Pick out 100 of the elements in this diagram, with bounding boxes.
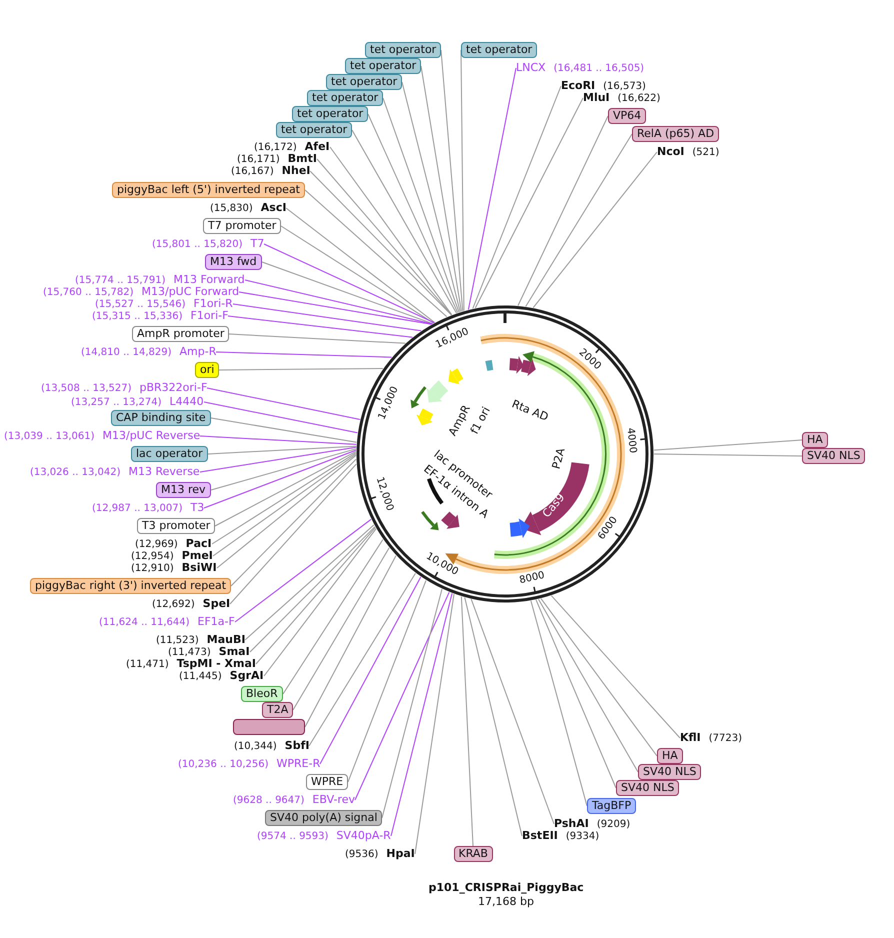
primer-name: SV40pA-R xyxy=(336,828,391,842)
leader-line xyxy=(472,86,562,309)
tick-label: 12,000 xyxy=(374,476,396,512)
leader-line xyxy=(238,292,432,325)
leader-line xyxy=(230,464,357,604)
leader-line xyxy=(228,316,413,338)
position-label: (9628 .. 9647) xyxy=(233,794,304,806)
feature-label: tet operator xyxy=(365,42,442,58)
enzyme-name: TspMI - XmaI xyxy=(176,656,256,670)
position-label: (12,969) xyxy=(135,538,178,550)
leader-line xyxy=(304,190,448,318)
feature-label: T2A xyxy=(262,702,294,718)
feature-label: BleoR xyxy=(241,686,283,702)
feature-label: tet operator xyxy=(276,122,352,138)
leader-line xyxy=(348,580,426,782)
leader-line xyxy=(354,592,450,800)
feature-label: WPRE xyxy=(306,774,348,790)
primer-name: Amp-R xyxy=(180,344,216,358)
enzyme-name: SgrAI xyxy=(230,668,264,682)
primer-name: M13 Reverse xyxy=(128,464,200,478)
feature-label: M13 fwd xyxy=(205,254,262,270)
leader-line xyxy=(228,334,406,344)
leader-line xyxy=(536,599,616,788)
position-label: (12,954) xyxy=(131,550,174,562)
plasmid-map-drawing xyxy=(356,306,654,602)
enzyme-name: KflI xyxy=(680,730,701,744)
feature-label: CAP binding site xyxy=(111,410,211,426)
position-label: (15,760 .. 15,782) xyxy=(43,286,134,298)
leader-line xyxy=(368,114,458,314)
primer-name: F1ori-F xyxy=(190,308,228,322)
leader-line xyxy=(468,68,516,310)
enzyme-name: NheI xyxy=(282,164,310,176)
position-label: (13,026 .. 13,042) xyxy=(30,466,120,478)
position-label: (12,910) xyxy=(131,562,174,574)
leader-line xyxy=(244,280,433,324)
leader-line xyxy=(464,596,522,836)
enzyme-name: NcoI xyxy=(657,144,684,158)
position-label: (16,573) xyxy=(603,80,646,92)
enzyme-name: AfeI xyxy=(304,140,330,152)
position-label: (10,344) xyxy=(234,740,277,752)
leader-line xyxy=(525,134,632,307)
leader-line xyxy=(304,555,396,728)
leader-line xyxy=(204,450,357,508)
feature-label: lac operator xyxy=(131,446,208,462)
enzyme-name: BsiWI xyxy=(182,560,217,574)
feature-label: piggyBac right (3') inverted repeat xyxy=(30,578,232,594)
primer-name: EBV-rev xyxy=(312,792,355,806)
feature-label: ori xyxy=(195,362,220,378)
feature-label: TagBFP xyxy=(587,798,636,814)
leader-line xyxy=(460,596,474,846)
tick-label: 8000 xyxy=(518,570,546,586)
position-label: (11,523) xyxy=(156,634,199,646)
leader-line xyxy=(286,208,436,324)
position-label: (11,624 .. 11,644) xyxy=(99,616,190,628)
feature-label: RelA (p65) AD xyxy=(632,126,720,142)
position-label: (15,830) xyxy=(210,202,253,214)
position-label: (16,167) xyxy=(231,166,274,176)
feature-label: VP64 xyxy=(608,108,646,124)
leader-line xyxy=(530,600,588,806)
leader-line xyxy=(474,98,584,308)
leader-line xyxy=(390,592,453,836)
position-label: (9574 .. 9593) xyxy=(257,830,328,842)
feature-label: HA xyxy=(802,432,828,448)
primer-name: M13/pUC Reverse xyxy=(102,428,200,442)
position-label: (11,473) xyxy=(168,646,211,658)
leader-line xyxy=(414,594,454,854)
diagram-title: p101_CRISPRai_PiggyBac xyxy=(428,881,584,894)
leader-line xyxy=(308,572,416,746)
position-label: (12,692) xyxy=(152,598,195,610)
position-label: (15,527 .. 15,546) xyxy=(95,298,186,310)
feature-label: SV40 NLS xyxy=(802,448,866,464)
position-label: (16,622) xyxy=(618,92,660,104)
position-label: (521) xyxy=(692,146,720,158)
leader-line xyxy=(402,82,461,312)
leader-line xyxy=(280,226,434,324)
enzyme-name: BstEII xyxy=(522,828,558,842)
position-label: (9209) xyxy=(596,818,630,830)
leader-line xyxy=(550,595,680,738)
position-label: (16,172) xyxy=(254,142,297,152)
leader-line xyxy=(216,352,392,358)
leader-line xyxy=(208,446,357,454)
feature-label: tet operator xyxy=(292,106,368,122)
feature-label: T7 promoter xyxy=(203,218,282,234)
leader-line xyxy=(532,152,658,308)
leader-line xyxy=(540,598,658,756)
primer-name: F1ori-R xyxy=(194,296,233,310)
leader-line xyxy=(218,368,384,370)
position-label: (15,801 .. 15,820) xyxy=(152,238,242,250)
leader-line xyxy=(200,446,357,472)
position-label: (13,039 .. 13,061) xyxy=(4,430,94,442)
leader-line xyxy=(234,518,372,622)
leader-line xyxy=(206,388,361,420)
primer-name: T7 xyxy=(250,236,264,250)
enzyme-name: SmaI xyxy=(218,644,250,658)
feature-label: SV40 poly(A) signal xyxy=(265,810,382,826)
primer-name: WPRE-R xyxy=(276,756,320,770)
leader-line xyxy=(382,98,460,313)
leader-line xyxy=(282,539,384,694)
primer-name: EF1a-F xyxy=(198,614,235,628)
leader-line xyxy=(262,262,434,324)
